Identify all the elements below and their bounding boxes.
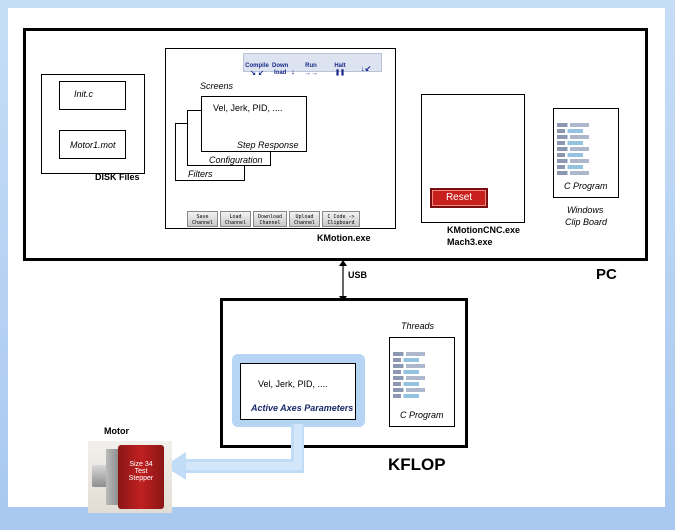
kmotioncnc-label: KMotionCNC.exe: [447, 225, 521, 235]
clipboard-document: [553, 108, 619, 198]
save-channel-button[interactable]: Save Channel: [187, 211, 218, 227]
code-line: [393, 352, 451, 356]
code-line: [393, 382, 451, 386]
kflop-c-program-label: C Program: [400, 410, 444, 420]
kflop-c-program-document: [389, 337, 455, 427]
download-channel-button[interactable]: Download Channel: [253, 211, 287, 227]
motor-shaft: [92, 465, 110, 487]
motor-connection-arrow: [164, 424, 304, 480]
halt-label: Halt: [334, 63, 346, 69]
threads-label: Threads: [401, 321, 435, 331]
disk-file-motor-name: Motor1.mot: [70, 140, 116, 150]
filters-label: Filters: [188, 169, 213, 179]
clipboard-label: Clip Board: [565, 217, 608, 227]
motor-plate-line-2: Test: [134, 468, 148, 475]
code-line: [557, 171, 615, 175]
diagram-canvas: PC Init.c Motor1.mot DISK Files Compile …: [8, 8, 665, 513]
motor-plate-line-3: Stepper: [128, 475, 154, 482]
configuration-label: Configuration: [209, 155, 263, 165]
active-axes-label: Active Axes Parameters: [251, 403, 354, 413]
disk-file-init: Init.c: [59, 81, 126, 110]
code-line: [557, 135, 615, 139]
kflop-label: KFLOP: [388, 455, 446, 474]
active-axes-panel: [240, 363, 356, 420]
code-line: [557, 129, 615, 133]
screens-label: Screens: [200, 81, 234, 91]
compile-arrows-icon: ↘ ↙: [250, 70, 264, 77]
download-button[interactable]: Down load ↓: [270, 63, 296, 77]
kmotion-toolbar: [243, 53, 382, 72]
code-line: [557, 141, 615, 145]
step-button[interactable]: ↓↙: [354, 64, 378, 73]
run-button[interactable]: Run →→: [298, 63, 324, 77]
run-arrows-icon: →→: [304, 70, 318, 77]
motor-label: Motor: [104, 426, 129, 436]
code-line: [393, 358, 451, 362]
reset-button[interactable]: Reset: [430, 188, 488, 208]
step-response-label: Step Response: [237, 140, 299, 150]
c-code-clipboard-button[interactable]: C Code -> Clipboard: [322, 211, 360, 227]
main-screen-text: Vel, Jerk, PID, ....: [213, 103, 283, 113]
code-line: [393, 394, 451, 398]
step-arrows-icon: ↓↙: [360, 64, 372, 73]
download-label: Down load: [271, 63, 289, 76]
disk-files-label: DISK Files: [95, 172, 140, 182]
main-screen: [201, 96, 307, 152]
halt-button[interactable]: Halt ❚❚: [328, 63, 352, 77]
kmotion-label: KMotion.exe: [317, 233, 371, 243]
code-line: [393, 388, 451, 392]
compile-button[interactable]: Compile ↘ ↙: [244, 63, 270, 77]
usb-label: USB: [348, 270, 368, 280]
download-arrow-icon: ↓: [290, 67, 295, 76]
clipboard-c-program-label: C Program: [564, 181, 608, 191]
motor-image: Size 34 Test Stepper: [88, 441, 172, 513]
code-line: [393, 364, 451, 368]
run-label: Run: [305, 63, 317, 69]
windows-label: Windows: [567, 205, 604, 215]
code-line: [557, 123, 615, 127]
upload-channel-button[interactable]: Upload Channel: [289, 211, 320, 227]
mach3-label: Mach3.exe: [447, 237, 493, 247]
motor-end-cap: [106, 449, 120, 505]
motor-body: Size 34 Test Stepper: [118, 445, 164, 509]
code-line: [393, 370, 451, 374]
code-line: [393, 376, 451, 380]
code-line: [557, 159, 615, 163]
load-channel-button[interactable]: Load Channel: [220, 211, 251, 227]
halt-pause-icon: ❚❚: [334, 70, 346, 76]
reset-label: Reset: [445, 192, 473, 203]
compile-label: Compile: [245, 63, 269, 69]
disk-file-init-name: Init.c: [74, 89, 94, 99]
code-line: [557, 153, 615, 157]
active-axes-params-text: Vel, Jerk, PID, ....: [258, 379, 328, 389]
code-line: [557, 147, 615, 151]
usb-connector-arrow: [339, 260, 347, 302]
pc-label: PC: [596, 266, 617, 283]
motor-plate-line-1: Size 34: [129, 461, 153, 468]
disk-file-motor: Motor1.mot: [59, 130, 126, 159]
code-line: [557, 165, 615, 169]
